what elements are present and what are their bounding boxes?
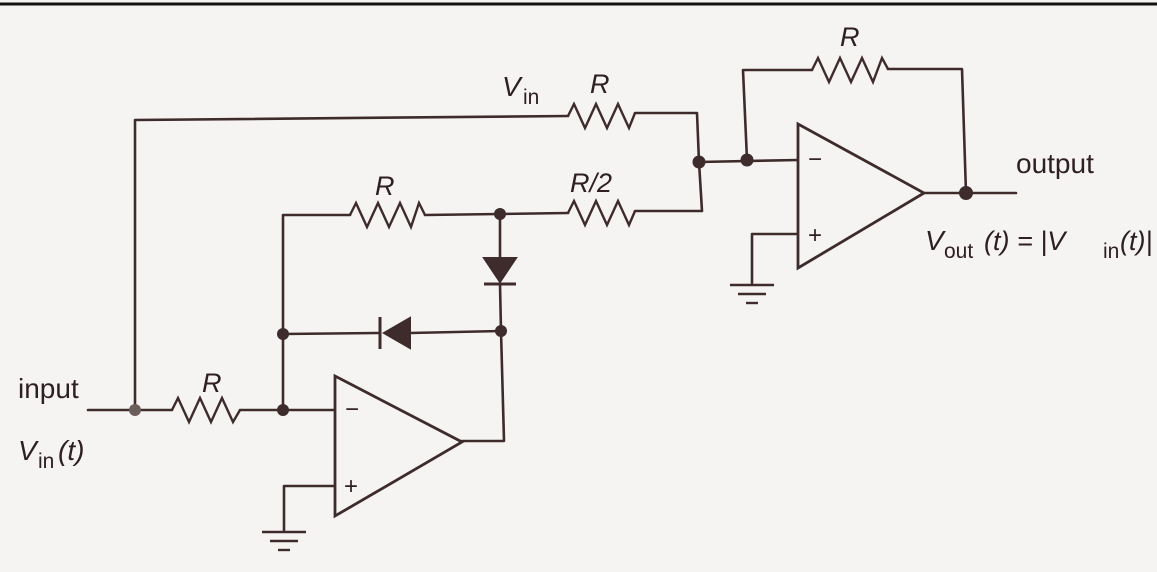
junction-output — [959, 186, 973, 200]
vin-v: V — [502, 71, 523, 102]
diode1-bottom-wire — [498, 282, 503, 333]
junction-opamp1-minus — [277, 404, 289, 416]
opamp2-plus-ground-wire — [750, 232, 800, 285]
input-signal-label: V in (t) — [18, 435, 84, 473]
vin-to-summing-wire — [633, 111, 701, 164]
resistor-feedback — [810, 55, 890, 86]
junction-summing — [692, 155, 706, 169]
feedback-resistor-label: R — [840, 22, 860, 52]
diode-horizontal — [378, 316, 411, 350]
output-equation: V out (t) = |V in (t)| — [925, 225, 1153, 263]
opamp-1 — [333, 373, 465, 519]
vin-bus-wire — [133, 114, 570, 412]
opamp-2 — [796, 121, 927, 271]
vin-label: V in — [502, 71, 539, 109]
junction-inner-row — [494, 208, 506, 220]
input-signal-sub: in — [38, 450, 54, 473]
inner-resistor-label: R — [375, 171, 395, 201]
opamp2-plus-sign: + — [808, 222, 822, 249]
vout-tail: (t)| — [1120, 226, 1153, 256]
input-signal-v: V — [18, 435, 39, 466]
output-label: output — [1016, 148, 1094, 179]
resistor-vin — [566, 101, 637, 132]
resistor-inner — [348, 199, 427, 231]
input-label: input — [18, 373, 79, 404]
opamp1-output-wire — [460, 329, 506, 443]
half-r-to-summing-wire — [633, 160, 704, 213]
junction-diode-left — [277, 328, 289, 340]
junction-diode-right — [495, 325, 507, 337]
resistor-half — [566, 198, 637, 228]
vout-v: V — [925, 225, 946, 256]
input-signal-arg: (t) — [58, 435, 84, 466]
resistor-input — [170, 395, 242, 425]
junction-input — [129, 404, 141, 416]
half-resistor-label: R/2 — [570, 168, 612, 198]
vin-sub: in — [523, 86, 539, 109]
opamp1-minus-sign: − — [345, 396, 359, 423]
left-feedback-wire — [281, 213, 352, 412]
vout-sub2: in — [1103, 240, 1119, 263]
vin-resistor-label: R — [590, 69, 610, 99]
vout-eq: (t) = |V — [984, 226, 1068, 256]
opamp1-plus-ground-wire — [282, 484, 337, 532]
diode2-right-wire — [408, 329, 503, 335]
diode-vertical — [482, 257, 518, 286]
ground-symbol-1 — [262, 530, 306, 552]
opamp1-plus-sign: + — [344, 473, 358, 500]
vout-sub: out — [944, 240, 973, 263]
opamp2-feedback-left-wire — [741, 68, 814, 162]
junction-opamp2-minus — [740, 153, 754, 167]
ground-symbol-2 — [730, 283, 774, 305]
opamp2-feedback-right-wire — [886, 67, 968, 195]
diode2-left-wire — [281, 331, 380, 336]
input-resistor-label: R — [202, 368, 222, 398]
opamp2-minus-sign: − — [808, 146, 822, 173]
